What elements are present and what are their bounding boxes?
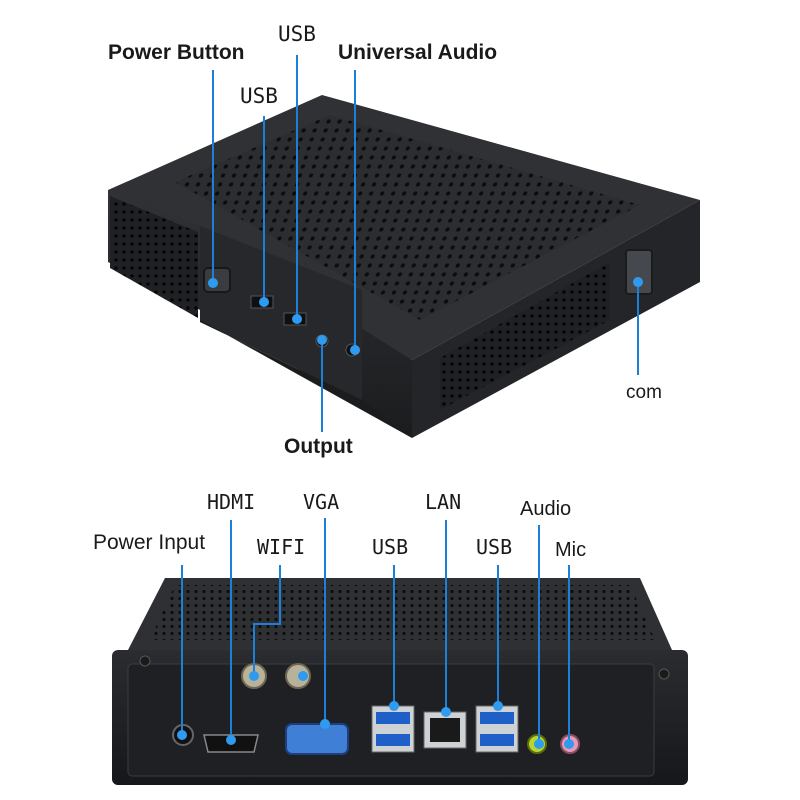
label-usb-top-left: USB (240, 84, 278, 108)
dot-mic (564, 739, 574, 749)
dot-wifi-right (298, 671, 308, 681)
callout-wifi (253, 565, 281, 676)
rear-usb-left-slot-2 (376, 734, 410, 746)
rear-lan-socket (430, 718, 460, 742)
label-output: Output (284, 435, 353, 458)
dot-usb-rear-right (493, 701, 503, 711)
top-vent-holes (175, 115, 640, 320)
callouts (181, 55, 639, 744)
top-case (108, 95, 700, 438)
dot-output (317, 335, 327, 345)
label-power-input: Power Input (93, 531, 206, 554)
label-power-button: Power Button (108, 41, 245, 64)
label-mic: Mic (555, 539, 587, 561)
rear-screw-right (658, 668, 670, 680)
label-hdmi: HDMI (207, 490, 256, 514)
dot-audio (534, 739, 544, 749)
label-wifi: WIFI (257, 535, 306, 559)
dot-power-input (177, 730, 187, 740)
label-lan: LAN (425, 490, 462, 514)
dot-power-button (208, 278, 218, 288)
dot-wifi-left (249, 671, 259, 681)
rear-usb-right-slot-1 (480, 712, 514, 724)
dot-vga (320, 719, 330, 729)
front-left-vent (110, 196, 198, 318)
rear-top-vent (150, 585, 655, 640)
callout-dots (177, 277, 643, 749)
dot-hdmi (226, 735, 236, 745)
dot-usb-left (259, 297, 269, 307)
right-side-vent (440, 262, 610, 410)
label-usb-rear-left: USB (372, 535, 409, 559)
dot-com (633, 277, 643, 287)
label-universal-audio: Universal Audio (338, 41, 498, 64)
label-audio: Audio (520, 498, 572, 520)
label-usb-top-right: USB (278, 22, 316, 46)
dot-usb-rear-left (389, 701, 399, 711)
front-bottom-vent (200, 320, 412, 438)
label-vga: VGA (303, 490, 340, 514)
rear-vga-port (285, 723, 349, 755)
label-com: com (626, 382, 662, 403)
dot-universal-audio (350, 345, 360, 355)
rear-usb-right-slot-2 (480, 734, 514, 746)
rear-usb-left-slot-1 (376, 712, 410, 724)
dot-lan (441, 707, 451, 717)
dot-usb-right (292, 314, 302, 324)
label-usb-rear-right: USB (476, 535, 513, 559)
rear-screw-left (139, 655, 151, 667)
rear-case (112, 578, 688, 785)
